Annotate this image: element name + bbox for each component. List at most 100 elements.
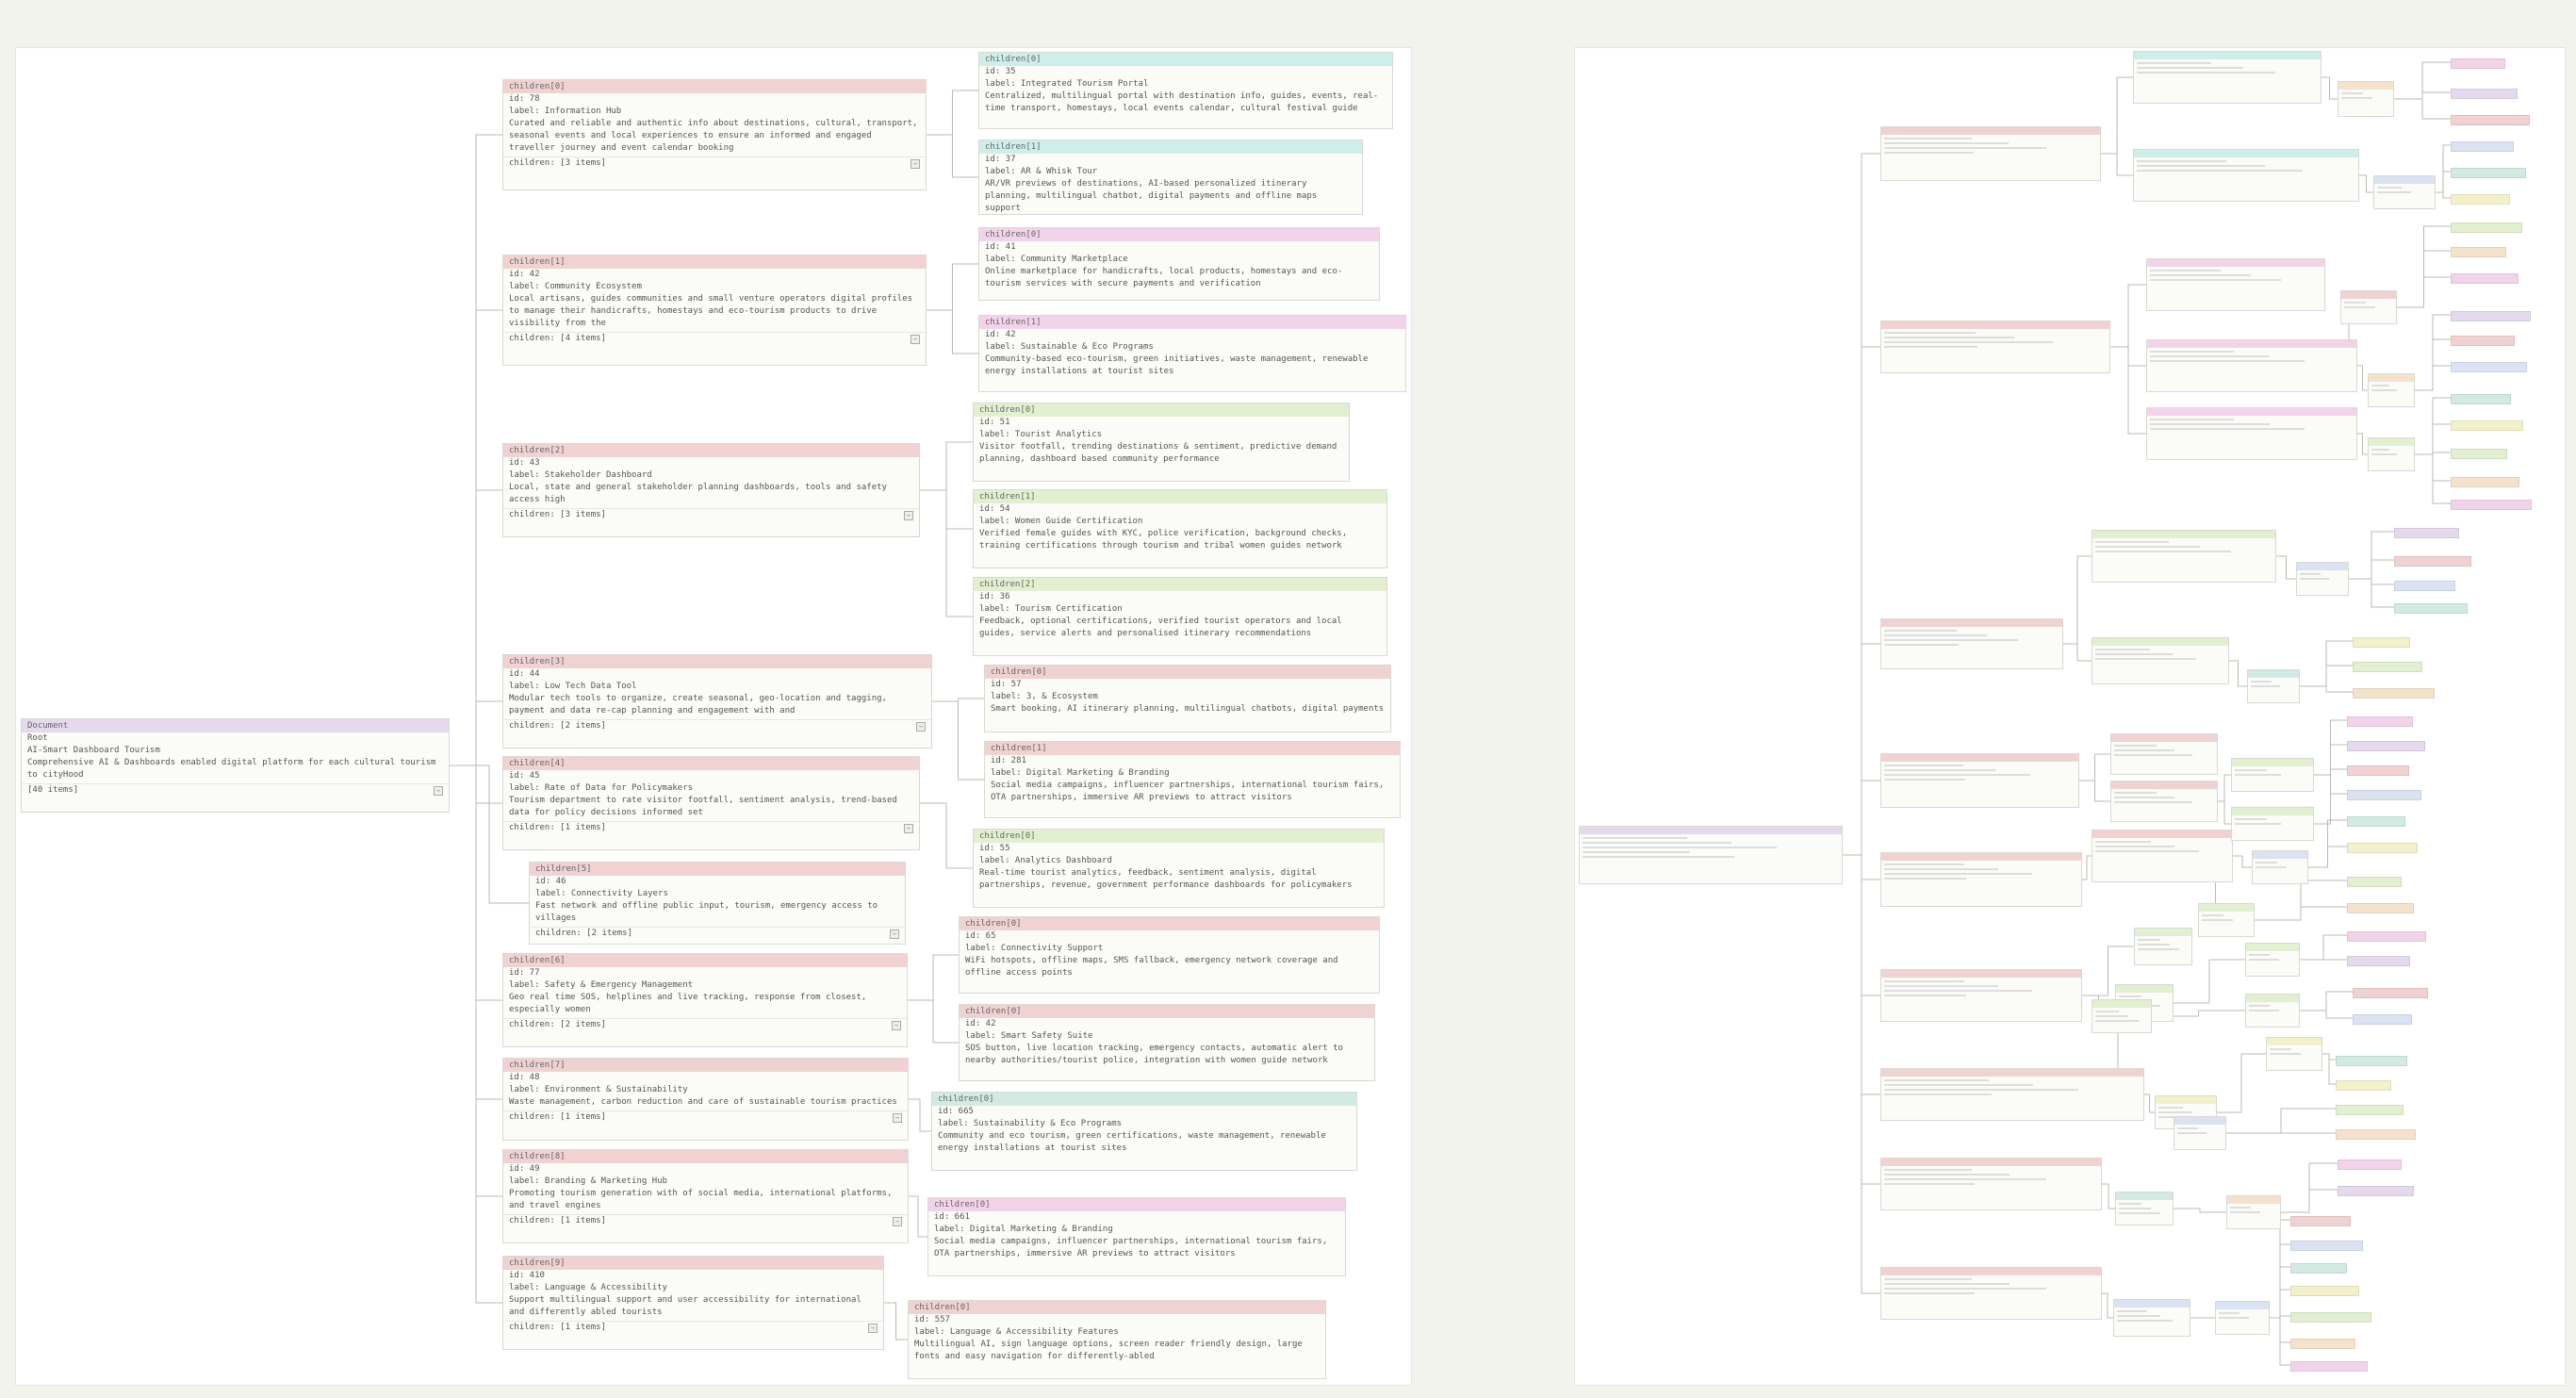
overview-node[interactable] bbox=[2245, 943, 2300, 977]
overview-node[interactable] bbox=[2092, 999, 2152, 1033]
collapse-toggle-icon[interactable]: − bbox=[868, 1323, 878, 1333]
overview-leaf[interactable] bbox=[2353, 988, 2428, 998]
overview-leaf[interactable] bbox=[2451, 477, 2519, 487]
overview-leaf[interactable] bbox=[2353, 662, 2422, 672]
overview-leaf[interactable] bbox=[2347, 716, 2413, 727]
overview-node[interactable] bbox=[2198, 903, 2255, 937]
overview-node[interactable] bbox=[2110, 733, 2218, 775]
overview-node[interactable] bbox=[2231, 758, 2314, 792]
overview-leaf[interactable] bbox=[2347, 843, 2418, 853]
overview-node[interactable] bbox=[2092, 637, 2229, 684]
overview-node[interactable] bbox=[2373, 175, 2436, 209]
overview-node[interactable] bbox=[2092, 830, 2233, 882]
overview-node[interactable] bbox=[1880, 852, 2082, 907]
overview-node[interactable] bbox=[2134, 928, 2192, 965]
overview-leaf[interactable] bbox=[2394, 603, 2468, 614]
overview-node[interactable] bbox=[2133, 149, 2359, 202]
overview-node[interactable] bbox=[2174, 1116, 2226, 1150]
overview-leaf[interactable] bbox=[2290, 1263, 2347, 1274]
overview-node[interactable] bbox=[2231, 807, 2314, 841]
overview-leaf[interactable] bbox=[2290, 1361, 2368, 1372]
overview-node[interactable] bbox=[2133, 51, 2322, 104]
overview-node[interactable] bbox=[1579, 826, 1843, 884]
overview-leaf[interactable] bbox=[2290, 1312, 2371, 1323]
root-node[interactable]: Document Root AI-Smart Dashboard Tourism… bbox=[21, 718, 450, 813]
overview-node[interactable] bbox=[1880, 321, 2110, 373]
overview-leaf[interactable] bbox=[2347, 790, 2421, 800]
overview-leaf[interactable] bbox=[2347, 877, 2402, 887]
overview-node[interactable] bbox=[2252, 850, 2308, 884]
overview-leaf[interactable] bbox=[2353, 1014, 2412, 1025]
overview-node[interactable] bbox=[2110, 781, 2218, 822]
collapse-toggle-icon[interactable]: − bbox=[893, 1112, 902, 1123]
overview-node[interactable] bbox=[2146, 258, 2325, 311]
collapse-toggle-icon[interactable]: − bbox=[434, 785, 443, 796]
overview-node[interactable] bbox=[2247, 669, 2300, 703]
collapse-toggle-icon[interactable]: − bbox=[893, 1216, 902, 1226]
overview-node[interactable] bbox=[2338, 81, 2394, 117]
overview-leaf[interactable] bbox=[2451, 222, 2522, 233]
overview-leaf[interactable] bbox=[2290, 1241, 2363, 1251]
overview-node[interactable] bbox=[2340, 290, 2397, 324]
overview-leaf[interactable] bbox=[2353, 637, 2410, 648]
overview-leaf[interactable] bbox=[2451, 420, 2523, 431]
overview-leaf[interactable] bbox=[2338, 1186, 2414, 1196]
overview-leaf[interactable] bbox=[2451, 168, 2526, 178]
overview-leaf[interactable] bbox=[2451, 141, 2514, 152]
overview-leaf[interactable] bbox=[2451, 311, 2531, 321]
overview-leaf[interactable] bbox=[2347, 903, 2414, 913]
overview-leaf[interactable] bbox=[2451, 115, 2530, 125]
overview-node[interactable] bbox=[2368, 437, 2415, 471]
overview-leaf[interactable] bbox=[2451, 336, 2515, 346]
overview-node[interactable] bbox=[2368, 373, 2415, 407]
overview-leaf[interactable] bbox=[2336, 1080, 2391, 1091]
overview-node[interactable] bbox=[1880, 618, 2063, 669]
overview-node[interactable] bbox=[2092, 530, 2276, 583]
collapse-toggle-icon[interactable]: − bbox=[890, 929, 899, 939]
overview-node[interactable] bbox=[2146, 339, 2357, 392]
overview-leaf[interactable] bbox=[2290, 1216, 2351, 1226]
overview-node[interactable] bbox=[1880, 126, 2101, 181]
collapse-toggle-icon[interactable]: − bbox=[904, 823, 913, 833]
overview-leaf[interactable] bbox=[2347, 956, 2410, 966]
overview-node[interactable] bbox=[2226, 1195, 2281, 1229]
overview-leaf[interactable] bbox=[2347, 931, 2426, 942]
collapse-toggle-icon[interactable]: − bbox=[911, 158, 920, 169]
overview-node[interactable] bbox=[2296, 562, 2349, 596]
overview-node[interactable] bbox=[2215, 1301, 2270, 1335]
overview-leaf[interactable] bbox=[2347, 765, 2409, 776]
overview-leaf[interactable] bbox=[2451, 89, 2518, 99]
overview-leaf[interactable] bbox=[2353, 688, 2435, 699]
overview-node[interactable] bbox=[2115, 1192, 2174, 1225]
collapse-toggle-icon[interactable]: − bbox=[892, 1020, 901, 1030]
overview-node[interactable] bbox=[1880, 753, 2079, 808]
overview-leaf[interactable] bbox=[2451, 362, 2527, 372]
overview-leaf[interactable] bbox=[2451, 394, 2511, 404]
overview-leaf[interactable] bbox=[2451, 273, 2519, 284]
overview-leaf[interactable] bbox=[2336, 1129, 2416, 1140]
overview-leaf[interactable] bbox=[2290, 1286, 2359, 1296]
overview-node[interactable] bbox=[2245, 994, 2300, 1028]
